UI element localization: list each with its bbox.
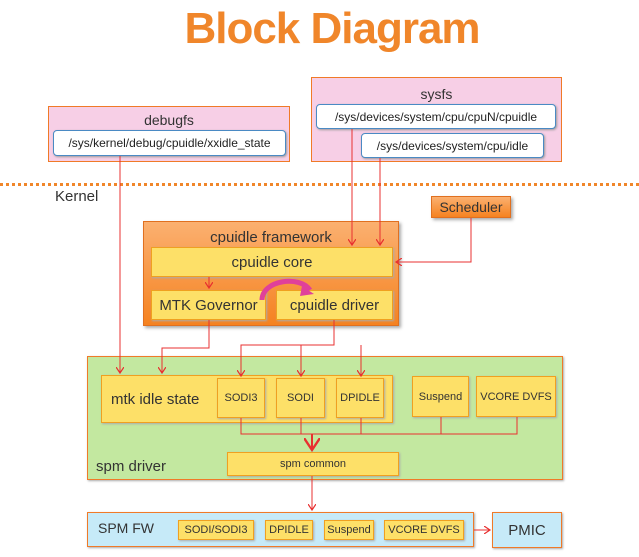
debugfs-label: debugfs xyxy=(144,112,194,128)
state-label: SODI3 xyxy=(224,392,258,404)
cpuidle-driver-block: cpuidle driver xyxy=(276,290,393,320)
fw-item-label: SODI/SODI3 xyxy=(184,524,248,536)
spm-driver-label: spm driver xyxy=(96,458,167,475)
fw-item-suspend: Suspend xyxy=(324,520,374,540)
sysfs-label: sysfs xyxy=(420,86,453,102)
state-sodi3: SODI3 xyxy=(217,378,265,418)
pmic-label: PMIC xyxy=(508,521,546,539)
fw-item-label: Suspend xyxy=(327,524,371,536)
state-label: SODI xyxy=(287,392,314,404)
kernel-label: Kernel xyxy=(55,188,99,205)
state-label: DPIDLE xyxy=(340,392,380,404)
sysfs-path-cpuidle: /sys/devices/system/cpu/cpuN/cpuidle xyxy=(316,104,556,129)
scheduler-label: Scheduler xyxy=(439,199,503,215)
cpuidle-core-block: cpuidle core xyxy=(151,247,393,277)
fw-item-vcore: VCORE DVFS xyxy=(384,520,464,540)
scheduler-block: Scheduler xyxy=(431,196,511,218)
cpuidle-driver-label: cpuidle driver xyxy=(289,296,380,314)
mtk-governor-block: MTK Governor xyxy=(151,290,266,320)
wire-scheduler-core xyxy=(396,218,472,262)
sysfs-path-idle: /sys/devices/system/cpu/idle xyxy=(361,133,544,158)
vcore-dvfs-block: VCORE DVFS xyxy=(476,376,556,417)
spm-common-label: spm common xyxy=(279,458,347,470)
cpuidle-core-label: cpuidle core xyxy=(231,253,313,271)
kernel-boundary-line xyxy=(0,183,639,186)
cpuidle-framework-label: cpuidle framework xyxy=(210,229,332,246)
debugfs-path: /sys/kernel/debug/cpuidle/xxidle_state xyxy=(53,130,286,156)
fw-item-label: DPIDLE xyxy=(269,524,309,536)
fw-item-dpidle: DPIDLE xyxy=(265,520,313,540)
state-sodi: SODI xyxy=(276,378,325,418)
mtk-idle-state-label: mtk idle state xyxy=(111,390,200,408)
diagram-title: Block Diagram xyxy=(184,4,480,53)
fw-item-label: VCORE DVFS xyxy=(388,524,460,536)
mtk-governor-label: MTK Governor xyxy=(159,296,258,314)
fw-item-sodi: SODI/SODI3 xyxy=(178,520,254,540)
state-dpidle: DPIDLE xyxy=(336,378,384,418)
vcore-dvfs-label: VCORE DVFS xyxy=(480,390,552,403)
suspend-block: Suspend xyxy=(412,376,469,417)
spm-common-block: spm common xyxy=(227,452,399,476)
spm-fw-label: SPM FW xyxy=(98,520,154,536)
suspend-label: Suspend xyxy=(418,390,463,403)
pmic-block: PMIC xyxy=(492,512,562,548)
